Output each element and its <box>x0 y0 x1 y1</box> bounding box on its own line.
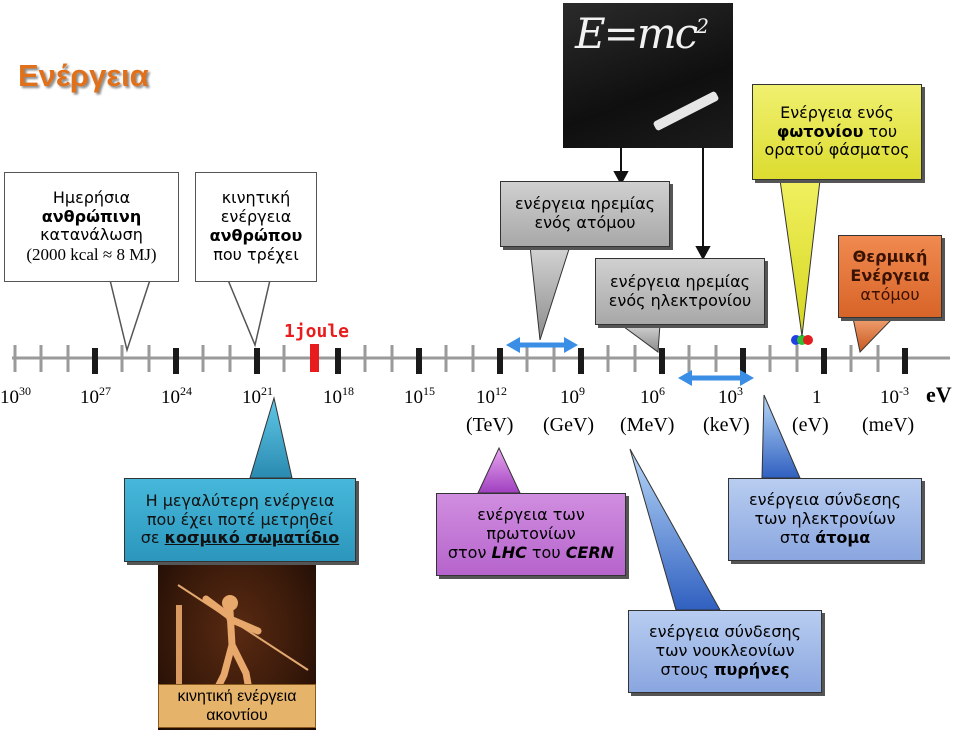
unit-gev: (GeV) <box>543 414 595 436</box>
atom-rest-line2: ενός ατόμου <box>534 213 636 232</box>
range-arrow-lhc <box>506 337 578 353</box>
electron-binding-line2: των ηλεκτρονίων <box>754 509 896 529</box>
cern-bold: CERN <box>565 542 615 562</box>
tick-label-1e-3: 10-3 <box>880 384 909 408</box>
callout-human-daily: Ημερήσια ανθρώπινη κατανάλωση (2000 kcal… <box>4 172 179 282</box>
electron-binding-line1: ενέργεια σύνδεσης <box>749 490 901 510</box>
equation-image: E=mc2 <box>563 3 733 148</box>
human-daily-line3: κατανάλωση <box>40 225 143 245</box>
nuclear-binding-bold: πυρήνες <box>713 659 790 679</box>
equation-pointers <box>613 140 711 261</box>
photon-line3: ορατού φάσματος <box>764 140 910 160</box>
human-daily-bold: ανθρώπινη <box>41 206 142 226</box>
callout-cosmic: Η μεγαλύτερη ενέργεια που έχει ποτέ μετρ… <box>124 478 356 562</box>
electron-binding-bold: άτομα <box>815 527 871 547</box>
running-line2: ενέργεια <box>220 207 292 227</box>
photon-line1: Ενέργεια ενός <box>780 102 894 122</box>
chalk-icon <box>652 90 720 132</box>
javelin-line2: ακοντίου <box>206 706 268 724</box>
tail-atom-rest <box>529 245 571 341</box>
tick-label-1e24: 1024 <box>161 384 192 408</box>
tail-photon <box>779 179 821 337</box>
javelin-athlete-image: κινητική ενέργεια ακοντίου <box>158 565 316 730</box>
callout-photon: Ενέργεια ενός φωτονίου του ορατού φάσματ… <box>752 84 922 180</box>
javelin-line1: κινητική ενέργεια <box>177 687 297 705</box>
minor-ticks <box>13 345 880 372</box>
tail-lhc <box>477 446 521 494</box>
tick-label-1e12: 1012 <box>476 384 507 408</box>
running-line1: κινητική <box>221 188 291 208</box>
unit-tev: (TeV) <box>466 414 514 436</box>
nuclear-binding-line3a: στους <box>660 659 714 679</box>
electron-rest-line2: ενός ηλεκτρονίου <box>608 290 752 310</box>
tick-label-1e27: 1027 <box>80 384 111 408</box>
human-daily-line1: Ημερήσια <box>52 187 131 207</box>
human-daily-line4: (2000 kcal ≈ 8 MJ) <box>26 245 157 265</box>
callout-thermal: Θερμική Ενέργεια ατόμου <box>838 235 942 318</box>
joule-label: 1joule <box>284 321 350 342</box>
running-bold: ανθρώπου <box>209 226 303 245</box>
equation-text: E=mc <box>575 9 698 58</box>
lhc-line2: πρωτονίων <box>486 524 576 544</box>
nuclear-binding-line1: ενέργεια σύνδεσης <box>649 622 801 642</box>
lhc-line1: ενέργεια των <box>477 505 585 525</box>
joule-marker <box>310 344 319 372</box>
tail-cosmic <box>249 396 293 479</box>
tick-label-1e6: 106 <box>640 384 665 408</box>
thermal-line3: ατόμου <box>860 284 920 304</box>
tick-label-1e21: 1021 <box>242 384 273 408</box>
tick-label-1e3: 103 <box>718 384 743 408</box>
tick-label-1e15: 1015 <box>404 384 435 408</box>
thermal-line1: Θερμική <box>852 247 928 267</box>
axis-unit: eV <box>926 382 952 407</box>
cosmic-line1: Η μεγαλύτερη ενέργεια <box>145 490 335 510</box>
electron-binding-line3a: στα <box>779 527 816 547</box>
photon-bold: φωτονίου <box>776 121 864 141</box>
callout-lhc: ενέργεια των πρωτονίων στον LHC του CERN <box>436 493 626 576</box>
page-title: Ενέργεια <box>18 58 149 93</box>
cosmic-line3a: σε <box>140 528 165 548</box>
unit-kev: (keV) <box>703 414 750 436</box>
thermal-line2: Ενέργεια <box>850 266 930 286</box>
equation-exponent: 2 <box>696 14 709 38</box>
red-dot <box>803 335 813 345</box>
nuclear-binding-line2: των νουκλεονίων <box>655 641 795 661</box>
unit-ev: (eV) <box>792 414 829 436</box>
javelin-caption: κινητική ενέργεια ακοντίου <box>158 683 316 728</box>
tick-label-1: 1 <box>812 387 822 408</box>
tail-nuclear-binding <box>629 448 721 611</box>
cosmic-line2: που έχει ποτέ μετρηθεί <box>146 509 334 529</box>
tail-thermal <box>852 317 895 354</box>
unit-mev: (MeV) <box>620 414 675 436</box>
callout-nuclear-binding: ενέργεια σύνδεσης των νουκλεονίων στους … <box>628 610 822 693</box>
callout-atom-rest: ενέργεια ηρεμίας ενός ατόμου <box>500 181 670 247</box>
tick-label-1e9: 109 <box>560 384 585 408</box>
tick-label-1e18: 1018 <box>323 384 354 408</box>
photon-rest: του <box>863 121 898 141</box>
lhc-bold: LHC <box>491 542 527 562</box>
major-ticks <box>92 348 908 374</box>
atom-rest-line1: ενέργεια ηρεμίας <box>514 194 656 214</box>
tail-running <box>226 279 271 348</box>
unit-mev-milli: (meV) <box>862 414 915 436</box>
range-arrow-nuclear <box>678 370 754 386</box>
tick-label-1e30: 1030 <box>0 384 31 408</box>
callout-electron-binding: ενέργεια σύνδεσης των ηλεκτρονίων στα άτ… <box>728 478 922 561</box>
electron-rest-line1: ενέργεια ηρεμίας <box>609 271 751 291</box>
running-line4: που τρέχει <box>213 244 299 264</box>
athlete-figure-icon <box>176 584 309 699</box>
callout-electron-rest: ενέργεια ηρεμίας ενός ηλεκτρονίου <box>595 258 765 325</box>
cosmic-bold: κοσμικό σωματίδιο <box>164 528 340 548</box>
lhc-line3b: του <box>526 542 566 562</box>
tail-electron-rest <box>618 323 661 353</box>
tail-human-daily <box>109 279 152 353</box>
callout-running: κινητική ενέργεια ανθρώπου που τρέχει <box>195 172 317 282</box>
lhc-line3a: στον <box>447 542 492 562</box>
